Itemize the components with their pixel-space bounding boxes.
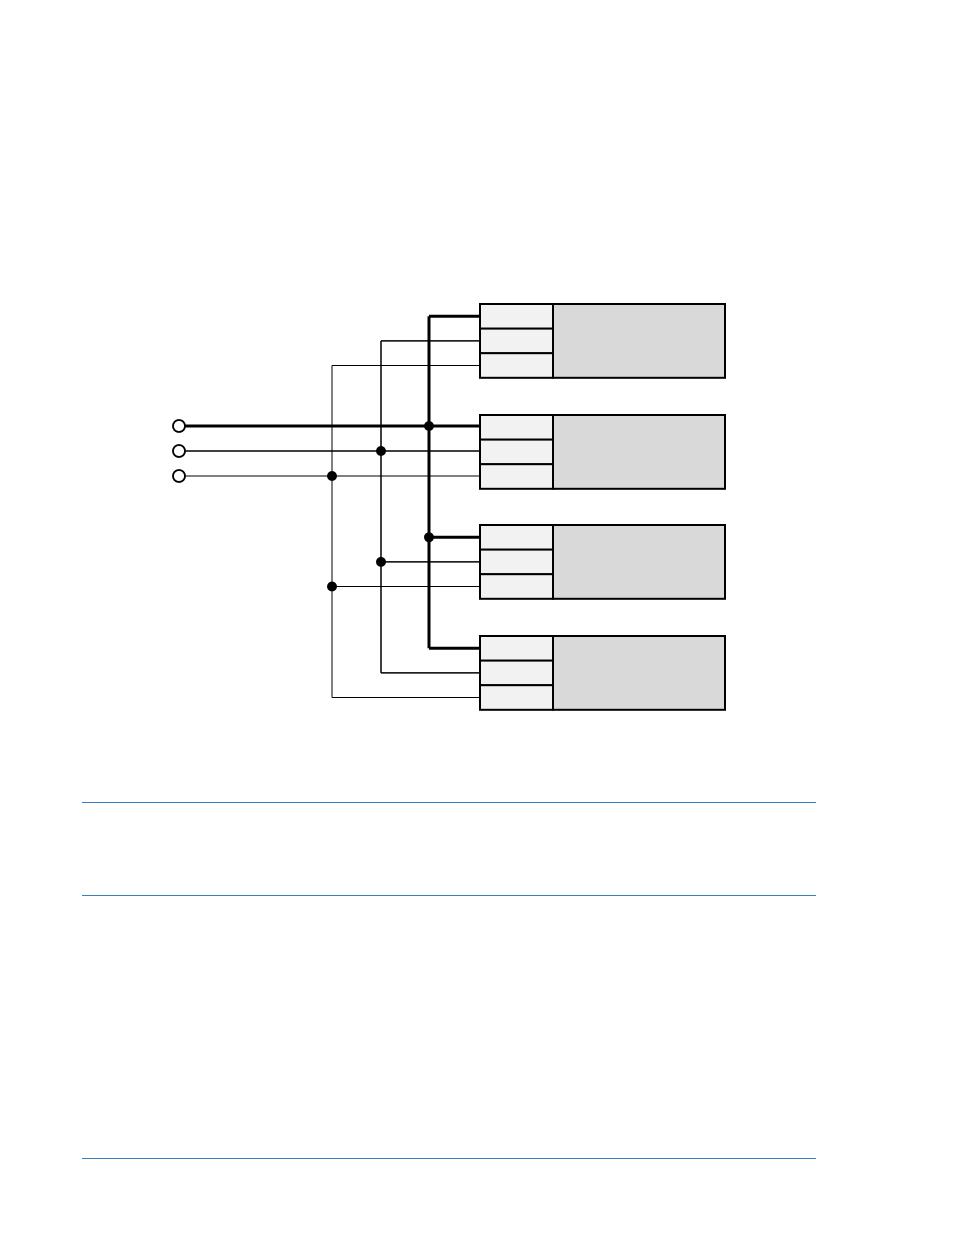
device-3-body xyxy=(552,524,726,600)
device-4-port-3 xyxy=(479,684,554,711)
junction-dot-5 xyxy=(376,556,386,567)
device-2-port-1 xyxy=(479,414,554,441)
junction-dot-4 xyxy=(424,532,434,543)
terminals-layer xyxy=(172,419,186,483)
device-4-body xyxy=(552,635,726,711)
device-1-port-3 xyxy=(479,352,554,379)
junction-dot-6 xyxy=(327,581,337,592)
device-2-body xyxy=(552,414,726,490)
device-1-port-1 xyxy=(479,303,554,330)
device-1-port-2 xyxy=(479,327,554,355)
junction-dot-1 xyxy=(424,421,434,431)
device-2-port-2 xyxy=(479,438,554,466)
input-terminal-3 xyxy=(172,469,186,483)
device-4-port-2 xyxy=(479,659,554,687)
junction-dot-2 xyxy=(376,446,386,456)
device-4-port-1 xyxy=(479,635,554,662)
junction-dot-3 xyxy=(327,471,337,481)
input-terminal-2 xyxy=(172,444,186,458)
divider-rule-middle xyxy=(82,895,816,896)
device-3-port-2 xyxy=(479,548,554,576)
divider-rule-top xyxy=(82,802,816,803)
device-2-port-3 xyxy=(479,463,554,490)
device-3-port-1 xyxy=(479,524,554,551)
device-3-port-3 xyxy=(479,573,554,600)
wires-layer xyxy=(179,314,480,698)
input-terminal-1 xyxy=(172,419,186,433)
divider-rule-bottom xyxy=(82,1158,816,1159)
device-1-body xyxy=(552,303,726,379)
devices-layer xyxy=(479,303,726,711)
junctions-layer xyxy=(327,421,434,592)
